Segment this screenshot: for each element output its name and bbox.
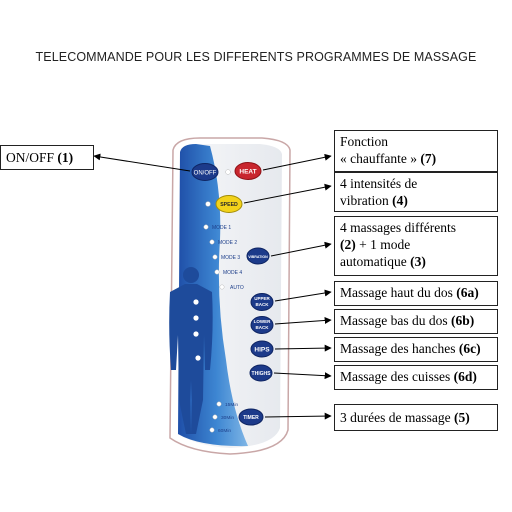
- callout-thighs: Massage des cuisses (6d): [334, 365, 498, 390]
- thighs-button[interactable]: THIGHS: [249, 364, 273, 382]
- timer-list: 15Min 30Min 60Min: [209, 401, 238, 434]
- timer-60-label: 60Min: [218, 428, 231, 434]
- heat-led-indicator: [225, 169, 231, 175]
- callout-on-off: ON/OFF (1): [0, 145, 94, 170]
- arrow-heat: [262, 153, 332, 171]
- arrow-on-off: [93, 153, 191, 172]
- callout-vibration: 4 massages différents (2) + 1 mode autom…: [334, 216, 498, 276]
- lower-back-button[interactable]: LOWER BACK: [250, 316, 274, 334]
- callout-upper-back: Massage haut du dos (6a): [334, 281, 498, 306]
- mode-4-label: MODE 4: [223, 270, 242, 276]
- arrow-speed: [243, 183, 332, 204]
- svg-text:SPEED: SPEED: [220, 202, 238, 208]
- timer-30-label: 30Min: [221, 415, 234, 421]
- svg-text:HEAT: HEAT: [239, 169, 256, 176]
- callout-hips: Massage des hanches (6c): [334, 337, 498, 362]
- callout-speed: 4 intensités de vibration (4): [334, 172, 498, 212]
- svg-text:ON/OFF: ON/OFF: [194, 171, 217, 177]
- human-body-icon: [169, 267, 213, 434]
- arrow-hips: [274, 344, 332, 352]
- mode-list: MODE 1 MODE 2 MODE 3 MODE 4 AUTO: [203, 224, 244, 291]
- svg-text:HIPS: HIPS: [254, 347, 270, 354]
- callout-lower-back: Massage bas du dos (6b): [334, 309, 498, 334]
- heat-button[interactable]: HEAT: [234, 162, 262, 180]
- callout-timer: 3 durées de massage (5): [334, 404, 498, 431]
- on-off-button[interactable]: ON/OFF: [191, 163, 219, 181]
- svg-text:TIMER: TIMER: [243, 415, 259, 421]
- hips-button[interactable]: HIPS: [250, 340, 274, 358]
- auto-mode-label: AUTO: [230, 285, 244, 291]
- svg-text:VIBRATION: VIBRATION: [248, 255, 268, 259]
- arrow-upper-back: [274, 289, 332, 302]
- svg-text:UPPER: UPPER: [254, 296, 270, 301]
- svg-text:BACK: BACK: [256, 302, 270, 307]
- timer-button[interactable]: TIMER: [238, 408, 264, 426]
- arrow-lower-back: [274, 316, 332, 325]
- speed-led-indicator: [205, 201, 211, 207]
- callout-heat: Fonction « chauffante » (7): [334, 130, 498, 172]
- mode-1-label: MODE 1: [212, 225, 231, 231]
- svg-text:LOWER: LOWER: [254, 319, 271, 324]
- vibration-button[interactable]: VIBRATION: [246, 247, 270, 265]
- mode-3-label: MODE 3: [221, 255, 240, 261]
- upper-back-button[interactable]: UPPER BACK: [250, 293, 274, 311]
- svg-text:THIGHS: THIGHS: [252, 371, 272, 377]
- arrow-timer: [264, 412, 332, 420]
- callout-arrows: [93, 153, 332, 420]
- massage-zone-dots: [193, 299, 201, 361]
- arrow-vibration: [270, 241, 332, 257]
- svg-text:BACK: BACK: [256, 325, 270, 330]
- timer-15-label: 15Min: [225, 402, 238, 408]
- speed-button[interactable]: SPEED: [215, 195, 243, 213]
- mode-2-label: MODE 2: [218, 240, 237, 246]
- page-title: TELECOMMANDE POUR LES DIFFERENTS PROGRAM…: [35, 50, 477, 64]
- arrow-thighs: [273, 372, 332, 380]
